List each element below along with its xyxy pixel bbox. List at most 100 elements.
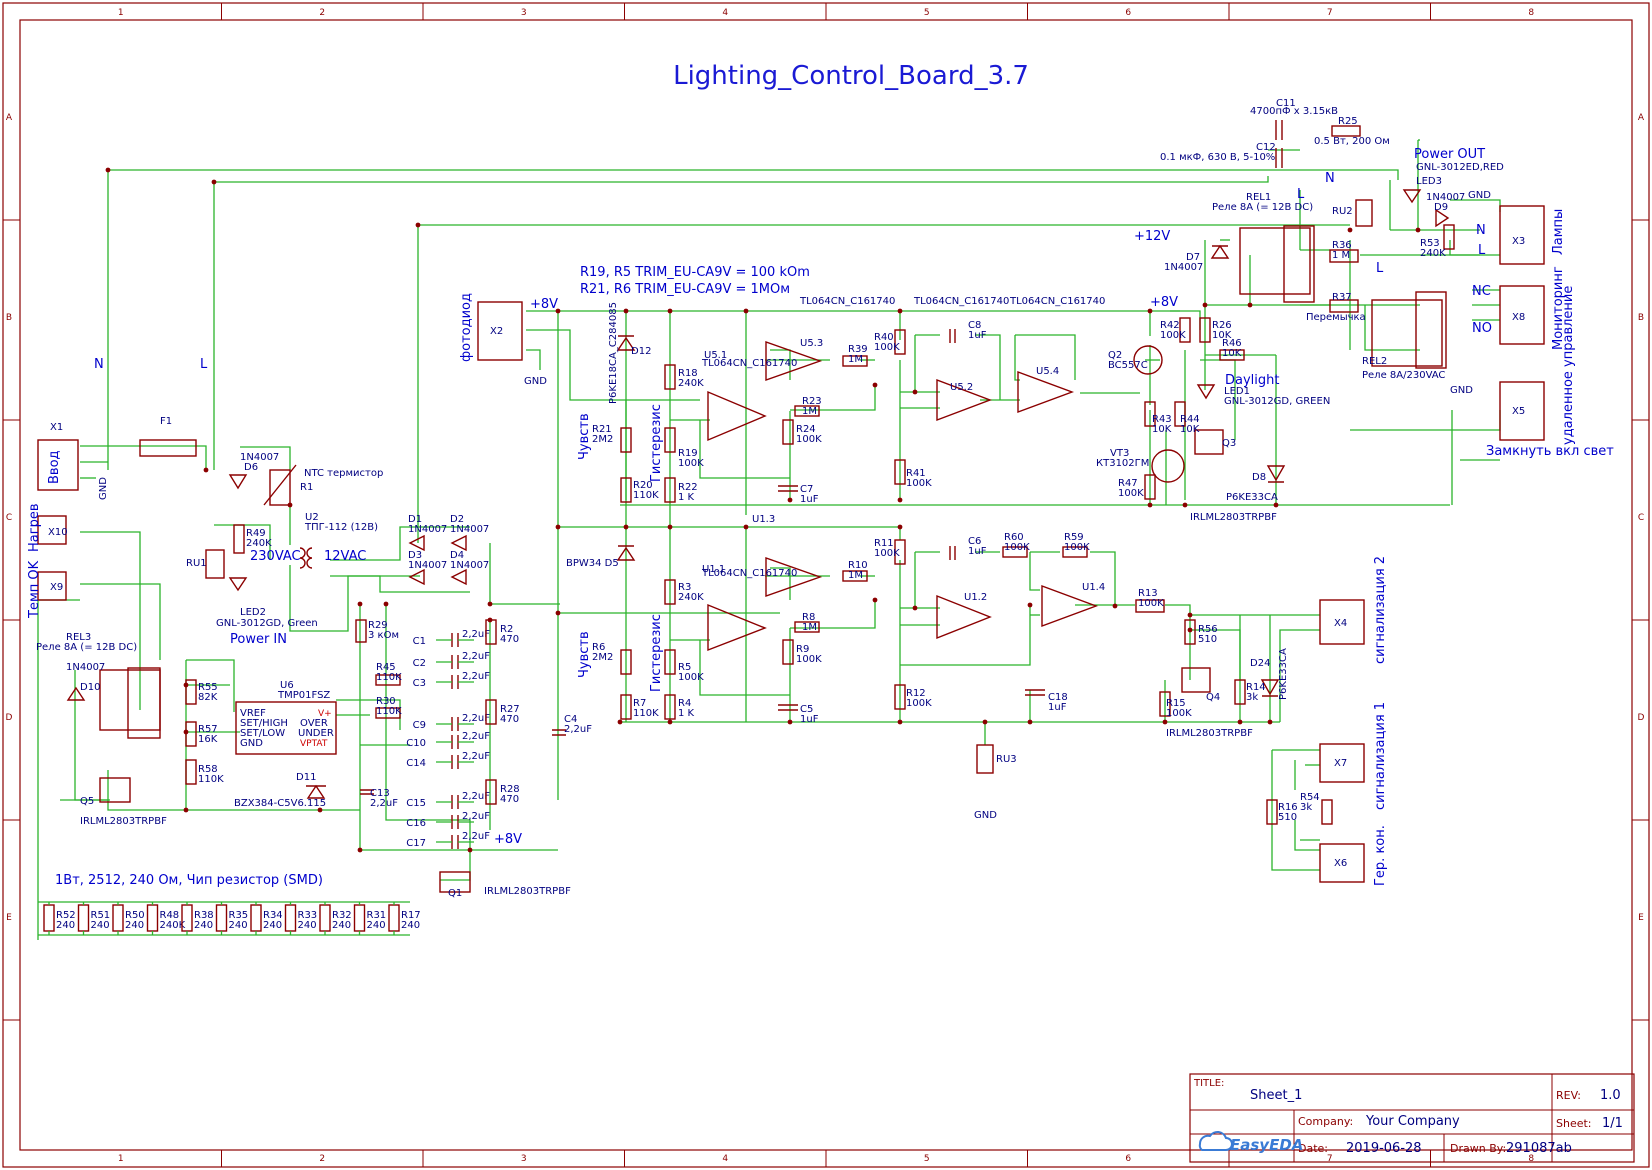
svg-text:U2: U2 [305, 512, 319, 523]
junction-dot [357, 847, 363, 853]
svg-text:Перемычка: Перемычка [1306, 312, 1366, 323]
junction-dot [555, 308, 561, 314]
svg-text:1N4007: 1N4007 [240, 452, 279, 463]
part-ref: R28 [500, 784, 520, 795]
part-ref: R14 [1246, 682, 1266, 693]
svg-text:КТ3102ГМ: КТ3102ГМ [1096, 458, 1149, 469]
part-value: 100K [1004, 542, 1030, 553]
junction-dot [623, 308, 629, 314]
svg-text:U5.4: U5.4 [1036, 366, 1059, 377]
zamk-label: Замкнуть вкл свет [1486, 444, 1614, 459]
part-ref: R4 [678, 698, 691, 709]
part-value: 240K [678, 378, 704, 389]
part-ref: R24 [796, 424, 816, 435]
border-row-label: D [6, 713, 13, 723]
svg-text:Q5: Q5 [80, 796, 94, 807]
cap-ref: C3 [413, 678, 426, 689]
tb-rev-label: REV: [1556, 1089, 1581, 1102]
part-ref: C8 [968, 320, 981, 331]
svg-text:OVER: OVER [300, 718, 328, 729]
junction-dot [1247, 302, 1253, 308]
svg-text:X10: X10 [48, 527, 68, 538]
junction-dot [1187, 627, 1193, 633]
svg-text:Реле 8A (= 12В DC): Реле 8A (= 12В DC) [1212, 202, 1313, 213]
net-l-rel2: L [1376, 261, 1384, 276]
svg-text:Реле 8A/230VAC: Реле 8A/230VAC [1362, 370, 1445, 381]
part-value: 470 [500, 794, 519, 805]
tb-sheet: 1/1 [1602, 1116, 1623, 1131]
svg-text:X2: X2 [490, 326, 503, 337]
part-ref: R10 [848, 560, 868, 571]
svg-text:R25: R25 [1338, 116, 1358, 127]
part-ref: R23 [802, 396, 822, 407]
part-ref: R54 [1300, 792, 1320, 803]
part-ref: R41 [906, 468, 926, 479]
part-ref: R46 [1222, 338, 1242, 349]
junction-dot [1415, 227, 1421, 233]
tb-drawn-label: Drawn By: [1450, 1142, 1506, 1155]
part-ref: R13 [1138, 588, 1158, 599]
svg-text:LED3: LED3 [1416, 176, 1442, 187]
svg-text:X4: X4 [1334, 618, 1347, 629]
part-value: 1M [802, 406, 817, 417]
smd-resistor-value: 240 [125, 920, 144, 931]
smd-resistor-ref: R31 [367, 910, 387, 921]
part-value: 240K [678, 592, 704, 603]
svg-text:GND: GND [240, 738, 263, 749]
svg-text:D24: D24 [1250, 658, 1270, 669]
svg-text:TL064CN_C161740: TL064CN_C161740 [913, 296, 1009, 307]
cap-ref: C14 [406, 758, 426, 769]
part-value: 10K [1152, 424, 1172, 435]
svg-text:GNL-3012GD, GREEN: GNL-3012GD, GREEN [1224, 396, 1330, 407]
net-8v-b: +8V [1150, 295, 1178, 310]
junction-dot [872, 382, 878, 388]
part-value: 3k [1246, 692, 1258, 703]
part-value: 82K [198, 692, 218, 703]
part-value: 100K [906, 478, 932, 489]
svg-text:U1.4: U1.4 [1082, 582, 1105, 593]
junction-dot [872, 597, 878, 603]
part-ref: C4 [564, 714, 577, 725]
smd-resistor [215, 904, 228, 932]
part-value: 2,2uF [370, 798, 398, 809]
svg-text:IRLML2803TRPBF: IRLML2803TRPBF [484, 886, 571, 897]
smd-resistor [353, 904, 366, 932]
part-ref: R58 [198, 764, 218, 775]
svg-text:U1.2: U1.2 [964, 592, 987, 603]
part-value: 1 K [678, 708, 695, 719]
part-ref: C13 [370, 788, 390, 799]
part-ref: C5 [800, 704, 813, 715]
cap-value: 2,2uF [462, 811, 490, 822]
smd-resistor-value: 240 [401, 920, 420, 931]
power-out: Power OUT [1414, 147, 1485, 162]
svg-text:TL064CN_C161740: TL064CN_C161740 [1009, 296, 1105, 307]
smd-resistor-value: 240 [194, 920, 213, 931]
part-value: 1uF [800, 494, 819, 505]
junction-dot [415, 222, 421, 228]
svg-text:U6: U6 [280, 680, 294, 691]
border-row-label: B [1638, 313, 1644, 323]
svg-text:Чувств: Чувств [577, 413, 592, 460]
cap-value: 2,2uF [462, 651, 490, 662]
part-value: 100K [1064, 542, 1090, 553]
junction-dot [487, 617, 493, 623]
junction-dot [1237, 719, 1243, 725]
svg-text:EasyEDA: EasyEDA [1230, 1136, 1303, 1154]
part-ref: R21 [592, 424, 612, 435]
smd-resistor-ref: R35 [229, 910, 249, 921]
svg-text:IRLML2803TRPBF: IRLML2803TRPBF [1166, 728, 1253, 739]
svg-text:NTC термистор: NTC термистор [304, 468, 383, 479]
part-ref: R59 [1064, 532, 1084, 543]
svg-text:Реле 8A (= 12В DC): Реле 8A (= 12В DC) [36, 642, 137, 653]
part-value: 100K [678, 458, 704, 469]
trim-note-1: R19, R5 TRIM_EU-CA9V = 100 kOm [580, 265, 810, 280]
gnd-3: GND [1468, 190, 1491, 201]
x5-title: удаленное управление [1561, 286, 1576, 445]
svg-text:F1: F1 [160, 416, 172, 427]
part-value: 3k [1300, 802, 1312, 813]
tb-drawn: 291087ab [1506, 1141, 1572, 1156]
junction-dot [1267, 719, 1273, 725]
junction-dot [667, 524, 673, 530]
part-value: 100K [796, 434, 822, 445]
svg-text:0.1 мкФ, 630 В, 5-10%: 0.1 мкФ, 630 В, 5-10% [1160, 152, 1275, 163]
